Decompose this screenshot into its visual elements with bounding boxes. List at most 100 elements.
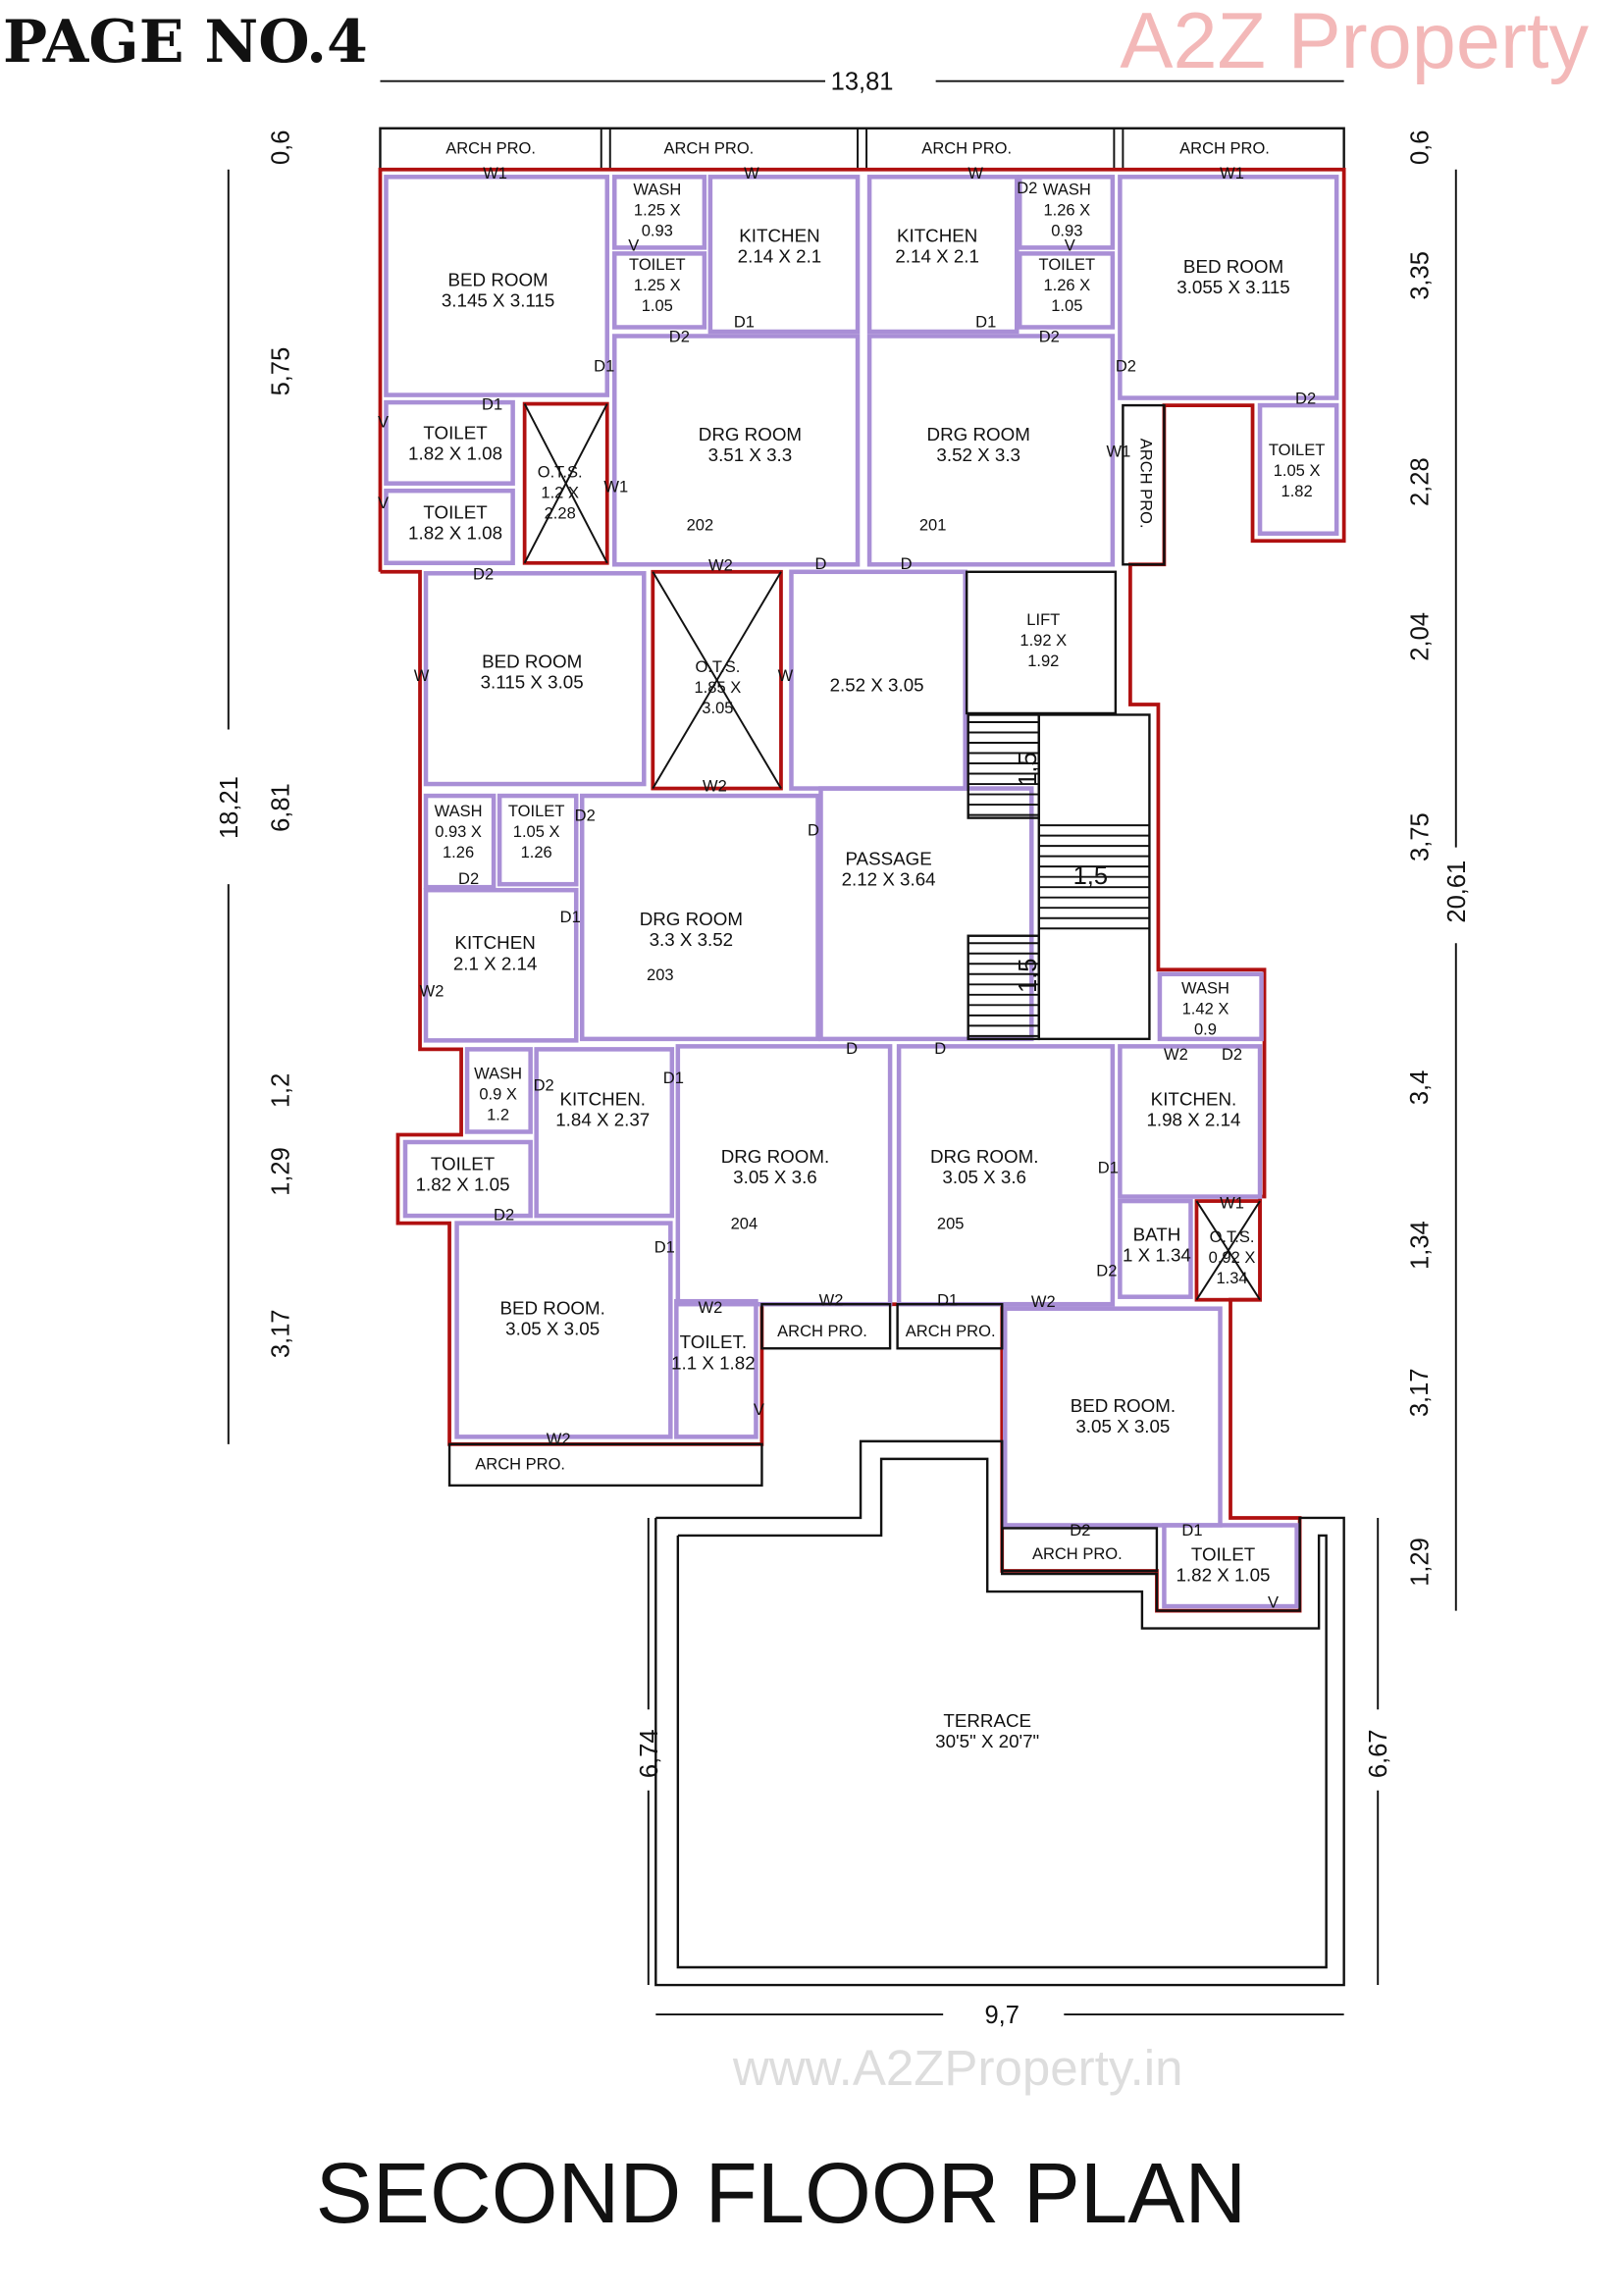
room-outline xyxy=(384,399,515,486)
room-size: 1.34 xyxy=(1216,1269,1247,1287)
room-size: 1.84 X 2.37 xyxy=(555,1109,650,1129)
door-window-tag: W2 xyxy=(819,1291,844,1310)
room-size: 0.93 xyxy=(642,221,673,239)
door-window-tag: W xyxy=(414,666,430,685)
door-window-tag: D1 xyxy=(654,1238,675,1257)
room-size: 1.2 X xyxy=(541,484,579,502)
dimension-label: 13,81 xyxy=(831,69,894,96)
flat-number: 205 xyxy=(937,1215,965,1233)
room-outline xyxy=(423,793,497,890)
room-name: BED ROOM xyxy=(1183,256,1283,277)
door-window-tag: W1 xyxy=(483,164,507,183)
room-size: 1.05 X xyxy=(1274,461,1321,480)
room-name: O.T.S. xyxy=(695,657,740,676)
room-name: TOILET xyxy=(1039,255,1096,274)
room-name: BED ROOM xyxy=(482,651,582,671)
door-window-tag: D2 xyxy=(1070,1521,1090,1539)
room-outline xyxy=(1118,175,1339,400)
room-size: 1.05 X xyxy=(513,822,560,841)
room-size: 3.115 X 3.05 xyxy=(481,671,584,692)
room-name: TOILET xyxy=(423,423,488,444)
room-size: 1 X 1.34 xyxy=(1123,1245,1191,1266)
door-window-tag: D2 xyxy=(494,1206,514,1225)
room-size: 1.25 X xyxy=(634,200,681,219)
door-window-tag: D xyxy=(846,1039,858,1058)
door-window-tag: V xyxy=(754,1400,764,1419)
room-name: TOILET xyxy=(508,802,565,820)
room-size: 1.42 X xyxy=(1182,999,1229,1018)
door-window-tag: W1 xyxy=(1106,443,1130,461)
room-size: 2.12 X 3.64 xyxy=(842,869,936,890)
plan-title: SECOND FLOOR PLAN xyxy=(316,2146,1247,2241)
door-window-tag: W xyxy=(778,666,794,685)
room-size: 1.92 xyxy=(1027,652,1059,670)
room-name: DRG ROOM xyxy=(699,424,802,444)
room-name: BED ROOM xyxy=(448,269,549,289)
arch-projection-label: ARCH PRO. xyxy=(1179,138,1270,157)
room-outline xyxy=(384,488,515,566)
flat-number: 201 xyxy=(919,516,947,535)
door-window-tag: W xyxy=(967,164,983,183)
room-size: 3.05 xyxy=(702,699,733,717)
door-window-tag: D1 xyxy=(560,908,581,926)
door-window-tag: W2 xyxy=(420,981,444,1000)
room-name: TOILET. xyxy=(680,1331,747,1352)
room-name: O.T.S. xyxy=(538,463,583,482)
room-size: 1.26 xyxy=(443,843,474,861)
room-outline xyxy=(497,793,579,887)
door-window-tag: W2 xyxy=(547,1430,571,1448)
room-outline xyxy=(896,1044,1116,1307)
room-size: 1.82 X 1.08 xyxy=(408,444,502,464)
room-size: 3.05 X 3.6 xyxy=(733,1167,817,1187)
room-name: TOILET xyxy=(629,255,686,274)
dimension-label: 5,75 xyxy=(267,347,294,396)
dimension-label: 6,67 xyxy=(1365,1729,1392,1778)
outline xyxy=(1122,403,1166,566)
dimension-label: 1,2 xyxy=(267,1073,294,1108)
wall-outline xyxy=(651,569,783,791)
room-outline xyxy=(866,175,1020,335)
watermark-url: www.A2ZProperty.in xyxy=(732,2040,1183,2096)
room-size: 3.145 X 3.115 xyxy=(442,289,554,310)
door-window-tag: W2 xyxy=(708,555,733,574)
room-name: KITCHEN xyxy=(739,225,819,245)
room-name: KITCHEN. xyxy=(1151,1088,1237,1109)
room-name: DRG ROOM. xyxy=(930,1146,1039,1167)
room-outline xyxy=(384,175,610,397)
arch-projection-label: ARCH PRO. xyxy=(921,138,1012,157)
dimension-label: 0,6 xyxy=(1406,130,1434,165)
door-window-tag: D2 xyxy=(1096,1262,1117,1280)
room-outline xyxy=(579,793,820,1042)
door-window-tag: D1 xyxy=(482,395,502,414)
room-size: 3.055 X 3.115 xyxy=(1177,277,1289,297)
ots-cross xyxy=(523,403,608,564)
door-window-tag: D2 xyxy=(1017,179,1037,197)
door-window-tag: W1 xyxy=(603,478,628,496)
wall-outline xyxy=(1194,1199,1262,1302)
room-size: 2.14 X 2.1 xyxy=(895,245,979,266)
room-outline xyxy=(423,571,647,787)
dimension-label: 1,5 xyxy=(1015,959,1042,993)
dimension-label: 1,5 xyxy=(1015,752,1042,786)
room-size: 1.26 X xyxy=(1043,276,1090,294)
room-outline xyxy=(534,1047,675,1219)
room-name: WASH xyxy=(633,180,681,198)
room-outline xyxy=(1118,1198,1193,1299)
arch-projection-label: ARCH PRO. xyxy=(906,1322,996,1340)
room-name: DRG ROOM xyxy=(640,909,743,929)
room-size: 2.14 X 2.1 xyxy=(738,245,822,266)
dimension-label: 3,35 xyxy=(1406,251,1434,300)
room-name: PASSAGE xyxy=(845,849,931,869)
arch-projection-label: ARCH PRO. xyxy=(475,1454,565,1473)
dimension-label: 6,81 xyxy=(267,783,294,832)
flat-number: 204 xyxy=(731,1215,758,1233)
room-size: 0.9 X xyxy=(479,1084,517,1103)
room-size: 1.1 X 1.82 xyxy=(671,1352,756,1373)
room-name: DRG ROOM. xyxy=(721,1146,830,1167)
room-name: BED ROOM. xyxy=(499,1298,604,1319)
wall-outline xyxy=(522,401,609,565)
room-size: 1.82 X 1.08 xyxy=(408,523,502,544)
room-size: 3.05 X 3.05 xyxy=(1075,1416,1170,1436)
room-size: 1.82 X 1.05 xyxy=(1177,1565,1271,1586)
room-size: 1.05 xyxy=(1051,296,1082,315)
